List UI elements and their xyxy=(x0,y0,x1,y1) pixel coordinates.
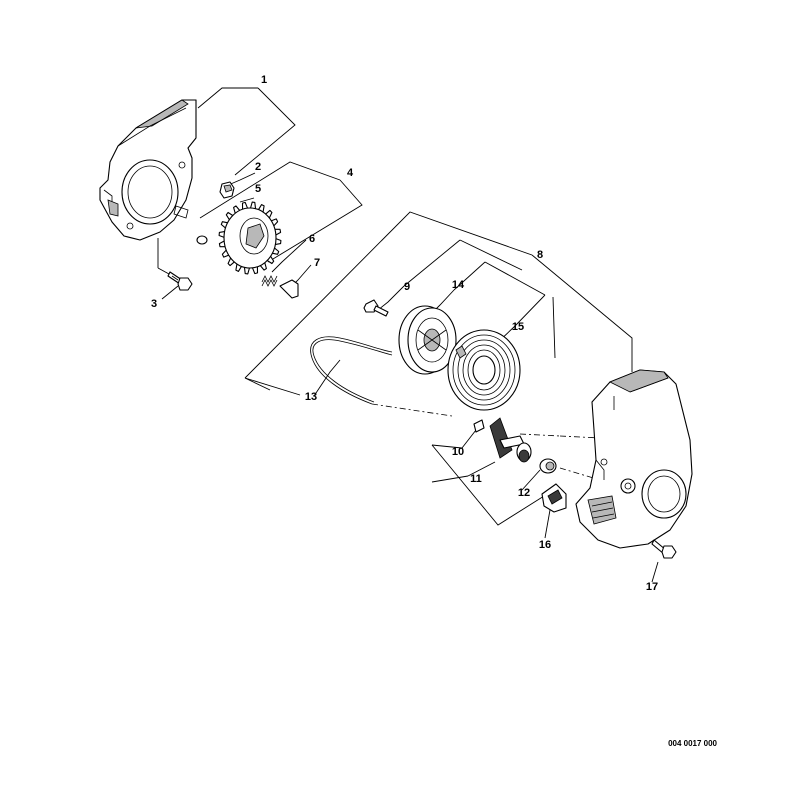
part-label-14: 14 xyxy=(452,279,465,291)
fan-housing-drawing xyxy=(99,99,197,241)
screw-17-drawing xyxy=(651,539,677,559)
part-label-12: 12 xyxy=(518,487,530,499)
part-label-6: 6 xyxy=(309,233,315,245)
screw-9-drawing xyxy=(363,299,389,317)
part-label-11: 11 xyxy=(470,473,482,485)
part-label-17: 17 xyxy=(646,581,658,593)
grommet-drawing xyxy=(539,458,557,474)
part-label-10: 10 xyxy=(452,446,464,458)
starter-rope-drawing xyxy=(310,336,393,405)
pawl-carrier-drawing xyxy=(196,201,282,275)
part-label-15: 15 xyxy=(512,321,524,333)
rope-rotor-drawing xyxy=(398,305,457,375)
part-label-3: 3 xyxy=(151,298,157,310)
part-labels: 1 2 3 4 5 6 7 8 9 10 11 12 13 14 15 16 1… xyxy=(151,74,658,593)
rewind-spring-drawing xyxy=(447,329,521,411)
clip-drawing xyxy=(473,419,485,433)
part-label-1: 1 xyxy=(261,74,267,86)
part-label-2: 2 xyxy=(255,161,261,173)
cap-drawing xyxy=(541,483,567,513)
part-label-8: 8 xyxy=(537,249,543,261)
part-label-16: 16 xyxy=(539,539,551,551)
diagram-code: 004 0017 000 xyxy=(668,739,717,748)
starter-housing-drawing xyxy=(575,369,693,549)
part-label-5: 5 xyxy=(255,183,261,195)
screw-3-drawing xyxy=(167,271,193,291)
pawl-drawing xyxy=(279,279,299,299)
part-label-7: 7 xyxy=(314,257,320,269)
part-label-4: 4 xyxy=(347,167,354,179)
spring-drawing xyxy=(261,275,278,287)
part-label-9: 9 xyxy=(404,281,410,293)
starter-grip-drawing xyxy=(489,417,532,463)
part-label-13: 13 xyxy=(305,391,317,403)
nut-drawing xyxy=(219,181,235,199)
